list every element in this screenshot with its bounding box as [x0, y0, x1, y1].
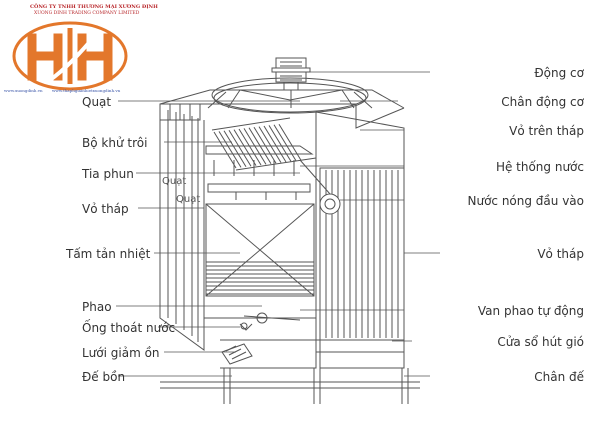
label-tower-shell-left: Vỏ tháp [82, 202, 129, 216]
fan-ring [211, 77, 369, 113]
logo-company-en: XUONG DINH TRADING COMPANY LIMITED [34, 11, 140, 16]
label-motor-stand: Chân động cơ [501, 95, 584, 109]
drift-eliminator-drawing [211, 117, 317, 171]
label-top-casing: Vỏ trên tháp [509, 124, 584, 138]
label-spray-nozzle: Tia phun [82, 167, 134, 181]
label-air-inlet-louver: Cửa sổ hút gió [497, 335, 584, 349]
label-tower-shell-right: Vỏ tháp [537, 247, 584, 261]
inner-label-fan-2: Quạt [176, 194, 201, 205]
logo-website-2: www.thaphgiainhietxuongdinh.vn [52, 88, 121, 93]
hot-water-inlet [319, 193, 341, 215]
label-drain-pipe: Ống thoát nước [82, 321, 176, 335]
leader-lines [116, 71, 440, 377]
label-water-system: Hệ thống nước [495, 160, 584, 174]
label-fan: Quạt [82, 95, 112, 109]
label-auto-float-valve: Van phao tự động [477, 304, 584, 318]
noise-mesh-drawing [221, 343, 253, 365]
logo-mark-icon [12, 21, 128, 91]
logo-company-vi: CÔNG TY TNHH THƯƠNG MẠI XƯƠNG ĐỊNH [30, 4, 158, 10]
label-noise-mesh: Lưới giảm ồn [82, 346, 160, 360]
fill-media [205, 203, 315, 297]
label-hot-water-inlet: Nước nóng đầu vào [467, 194, 584, 208]
inner-label-fan-1: Quạt [162, 176, 187, 187]
logo-website-1: www.xuongdinh.vn [4, 88, 43, 93]
label-fill-media: Tấm tản nhiệt [66, 247, 151, 261]
label-motor: Động cơ [534, 66, 584, 80]
label-support-legs: Chân đế [534, 370, 584, 384]
label-drift-eliminator: Bộ khử trôi [82, 136, 148, 150]
label-basin-base: Đế bồn [82, 370, 126, 384]
spray-pipe [205, 145, 314, 155]
tower-drawing [159, 57, 420, 404]
label-float: Phao [82, 300, 112, 314]
